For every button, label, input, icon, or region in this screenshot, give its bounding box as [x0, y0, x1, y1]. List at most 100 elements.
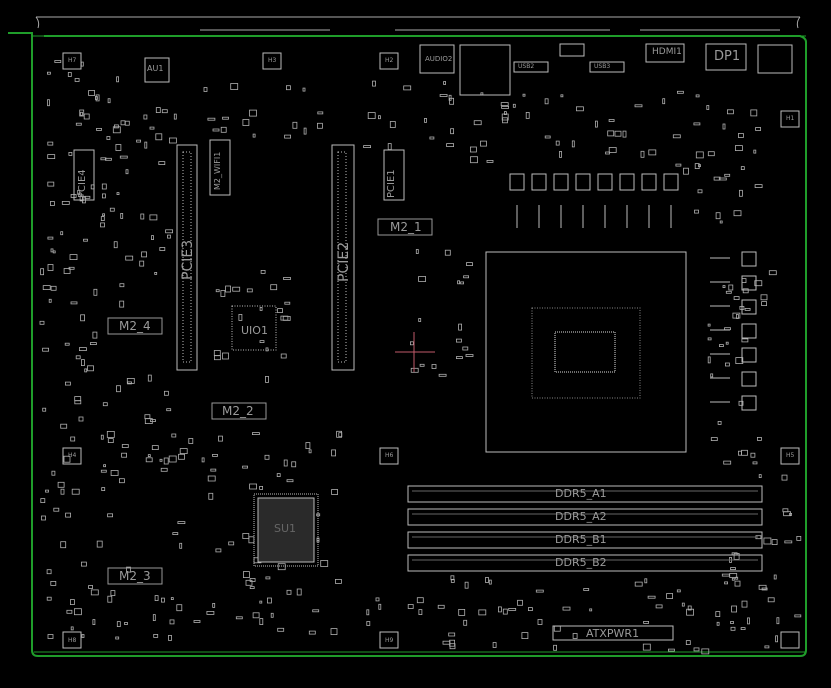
component-pad	[492, 642, 497, 648]
label-hole-h8: H8	[68, 637, 77, 644]
component-pad	[208, 492, 214, 500]
component-pad	[125, 255, 134, 261]
component-pad	[80, 61, 84, 67]
component-pad	[302, 87, 306, 92]
component-pad	[161, 109, 168, 114]
component-pad	[286, 479, 294, 483]
component-pad	[731, 577, 735, 581]
component-pad	[535, 589, 544, 593]
component-pad	[107, 513, 113, 518]
component-pad	[124, 120, 130, 126]
component-pad	[171, 433, 177, 438]
component-pad	[126, 377, 135, 384]
label-m2-wifi1: M2_WIFI1	[213, 151, 222, 190]
label-ddr5-b1: DDR5_B1	[555, 533, 607, 546]
component-pad	[110, 470, 119, 476]
component-pad	[410, 367, 419, 373]
component-pad	[731, 605, 737, 613]
component-pad	[100, 216, 105, 222]
component-pad	[276, 473, 281, 478]
component-pad	[50, 285, 57, 291]
component-pad	[78, 416, 84, 422]
component-pad	[781, 474, 788, 481]
component-pad	[70, 301, 78, 305]
component-pad	[583, 588, 590, 591]
component-pad	[176, 604, 183, 612]
component-pad	[444, 249, 451, 256]
component-pad	[152, 614, 156, 621]
component-pad	[81, 359, 85, 367]
mount-hole	[780, 447, 800, 465]
label-pcie4: PCIE4	[77, 169, 88, 198]
component-pad	[74, 78, 80, 82]
component-pad	[372, 80, 376, 87]
component-pad	[106, 430, 115, 438]
component-pad	[51, 470, 56, 476]
component-pad	[363, 145, 372, 149]
component-pad	[485, 577, 489, 583]
component-pad	[544, 98, 549, 105]
component-pad	[41, 515, 46, 521]
component-pad	[245, 579, 253, 586]
component-pad	[794, 614, 802, 618]
component-pad	[67, 72, 72, 77]
component-pad	[640, 150, 645, 158]
component-pad	[163, 457, 169, 465]
top-bracket	[35, 16, 801, 31]
component-pad	[608, 147, 617, 153]
component-pad	[121, 444, 129, 448]
component-pad	[296, 588, 302, 596]
component-pad	[442, 640, 451, 645]
component-pad	[60, 488, 65, 495]
component-pad	[366, 609, 370, 616]
component-pad	[153, 634, 159, 638]
component-pad	[733, 296, 740, 301]
component-pad	[521, 632, 529, 639]
component-pad	[560, 94, 564, 98]
component-pad	[722, 123, 726, 130]
component-pad	[438, 373, 447, 377]
pcie-slot-1	[383, 149, 405, 201]
vrm-inductor	[663, 173, 679, 191]
component-pad	[70, 599, 75, 605]
component-pad	[488, 579, 492, 585]
component-pad	[312, 609, 320, 613]
component-pad	[277, 563, 286, 571]
component-pad	[201, 457, 205, 463]
component-pad	[45, 489, 49, 493]
component-pad	[764, 645, 770, 649]
label-atxpwr1: ATXPWR1	[586, 627, 640, 640]
component-pad	[114, 124, 119, 129]
component-pad	[160, 597, 165, 603]
label-usb3: USB3	[594, 63, 611, 70]
m2-outlines	[107, 218, 433, 585]
component-pad	[317, 111, 324, 115]
component-pad	[249, 109, 257, 117]
component-pad	[308, 449, 312, 454]
component-pad	[437, 604, 445, 609]
component-pad	[119, 283, 125, 288]
component-pad	[264, 454, 270, 460]
component-pad	[265, 576, 271, 580]
component-pad	[457, 280, 461, 285]
component-pad	[222, 352, 229, 360]
component-pad	[750, 452, 756, 458]
component-pad	[735, 576, 739, 580]
component-pad	[571, 140, 575, 148]
component-pad	[747, 617, 750, 625]
component-pad	[387, 143, 392, 151]
component-pad	[149, 214, 158, 221]
component-pad	[562, 606, 571, 611]
mount-hole	[62, 447, 82, 465]
component-pad	[446, 143, 455, 148]
mount-holes	[62, 52, 800, 649]
component-pad	[608, 119, 615, 122]
component-pad	[730, 626, 736, 631]
component-pad	[259, 340, 265, 344]
component-pad	[277, 308, 283, 314]
component-pad	[741, 278, 747, 284]
component-pad	[248, 536, 255, 544]
component-pad	[230, 83, 239, 90]
component-pad	[222, 116, 229, 120]
component-pad	[80, 314, 85, 322]
